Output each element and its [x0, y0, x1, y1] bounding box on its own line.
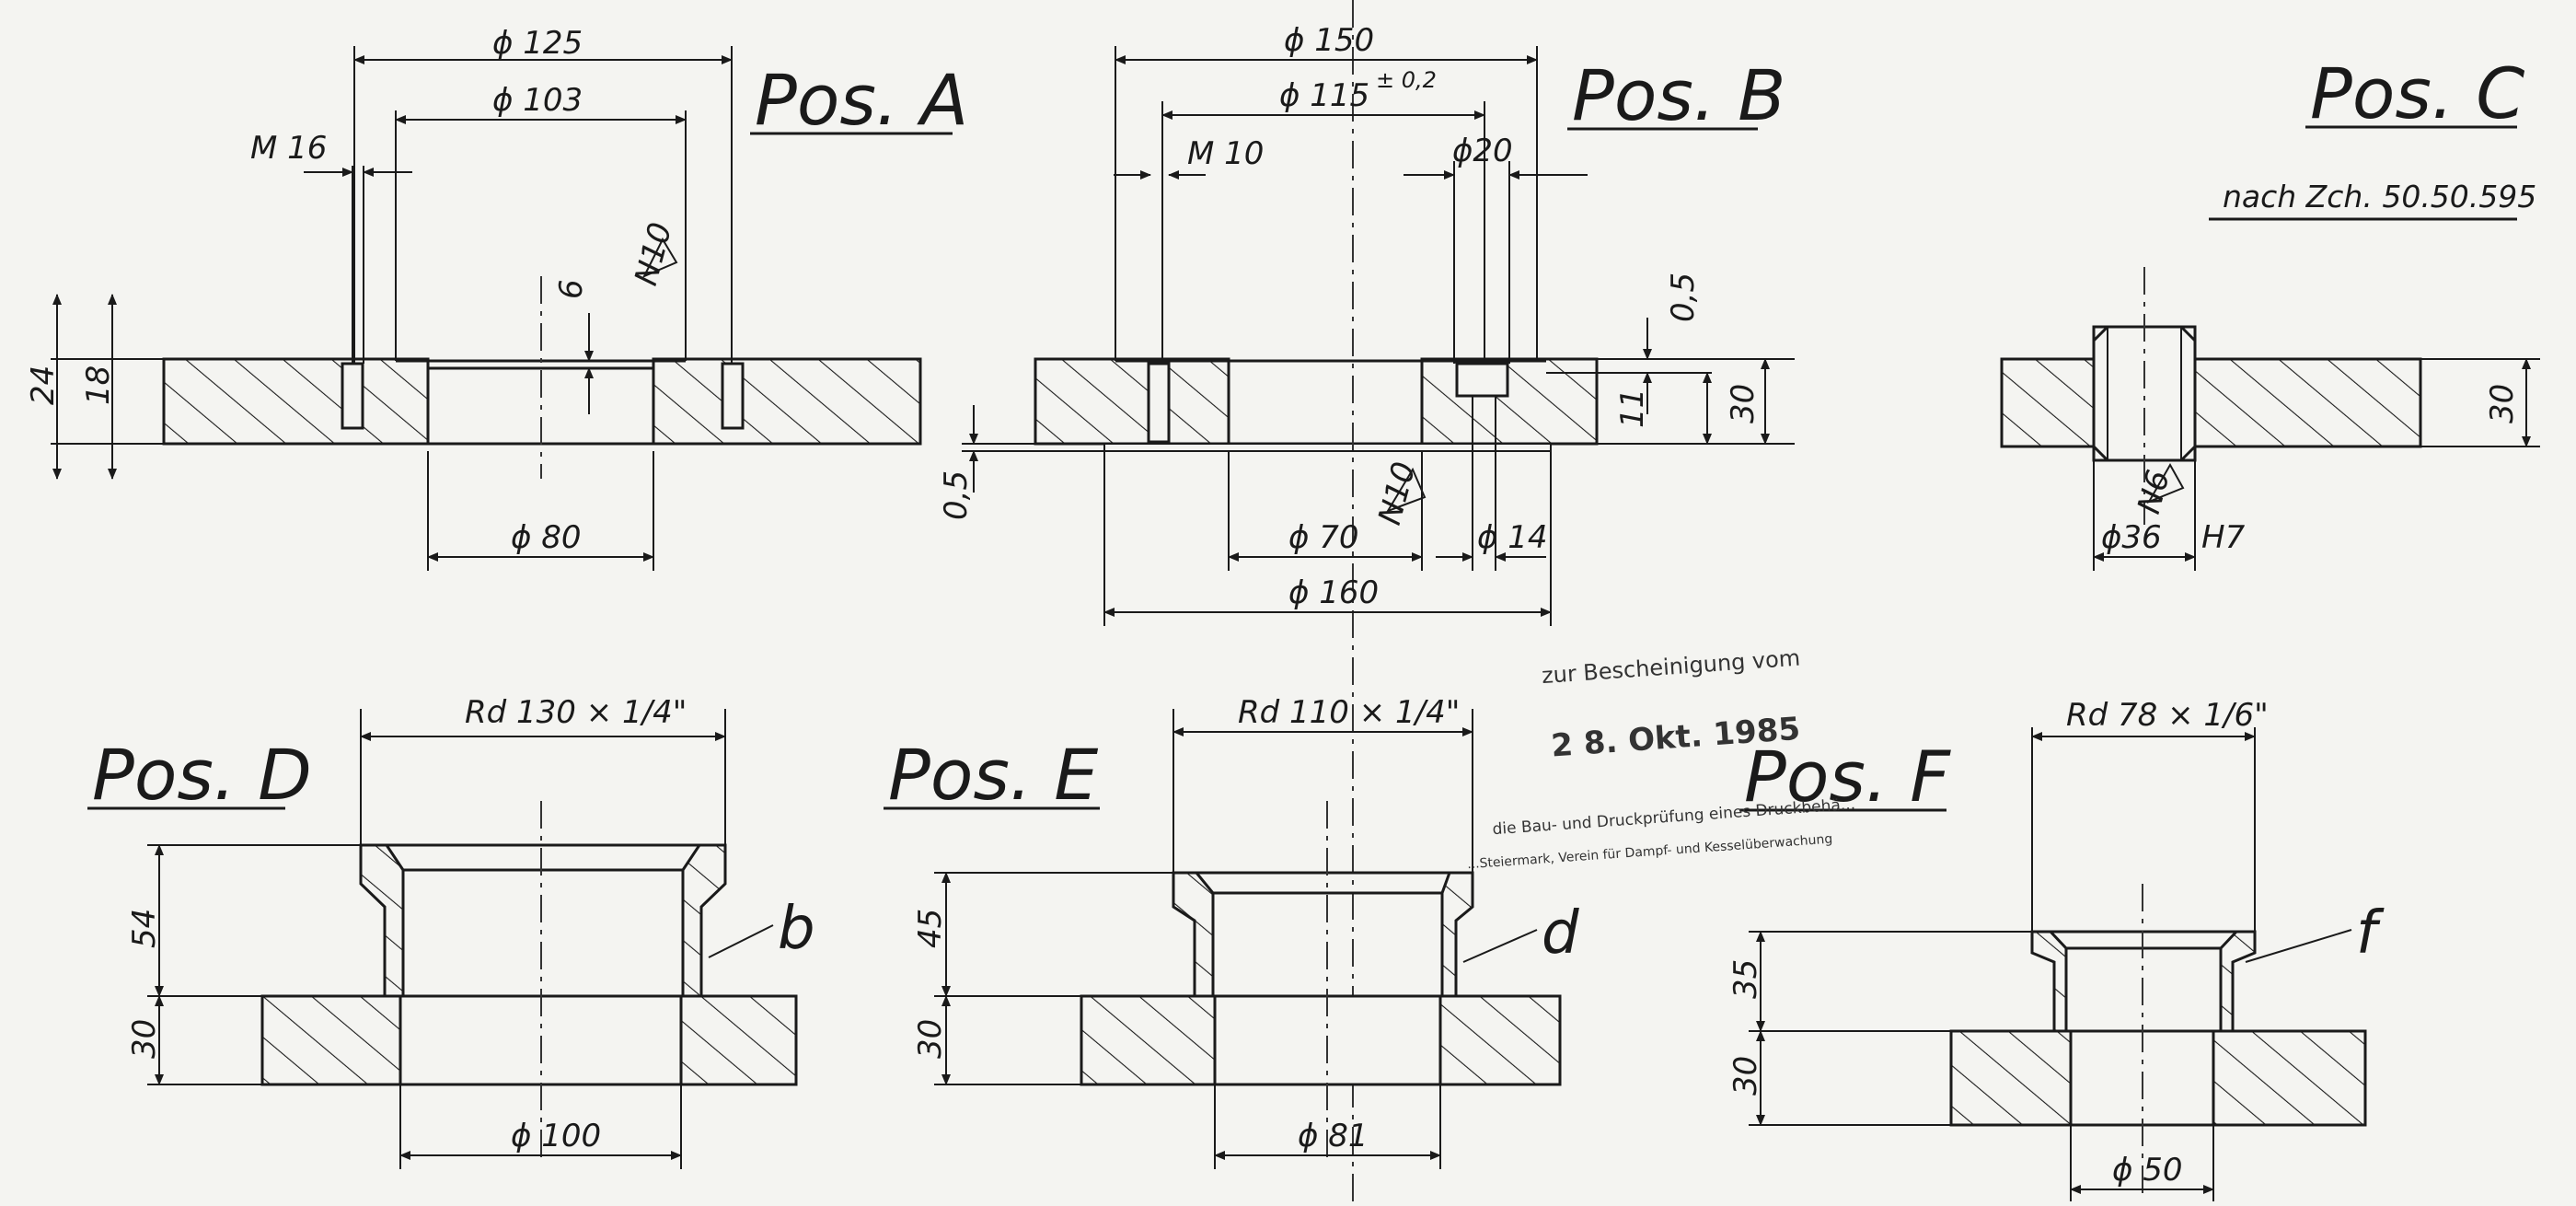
pos-b-dim-05b: 0,5 — [938, 470, 975, 520]
pos-f-view: Pos. F Rd 78 × 1/6" 35 30 ϕ 50 f — [1727, 697, 2385, 1201]
pos-b-dim-150: ϕ 150 — [1284, 22, 1374, 59]
pos-b-dim-20: ϕ20 — [1452, 133, 1513, 169]
pos-e-dim-45: 45 — [912, 909, 949, 948]
pos-d-thread: Rd 130 × 1/4" — [465, 694, 687, 731]
pos-d-dim-54: 54 — [126, 909, 163, 948]
pos-b-title: Pos. B — [1572, 54, 1785, 136]
pos-f-dim-50: ϕ 50 — [2112, 1152, 2183, 1189]
pos-b-dim-70: ϕ 70 — [1288, 519, 1359, 556]
pos-a-title: Pos. A — [755, 59, 968, 141]
pos-e-dim-30: 30 — [912, 1019, 949, 1059]
pos-c-dim-36: ϕ36 — [2101, 519, 2162, 556]
pos-b-dim-05a: 0,5 — [1665, 273, 1702, 322]
pos-f-thread: Rd 78 × 1/6" — [2066, 697, 2269, 734]
pos-a-dim-80: ϕ 80 — [511, 519, 582, 556]
pos-f-dim-35: 35 — [1727, 959, 1764, 999]
pos-e-view: Pos. E Rd 110 × 1/4" 45 30 ϕ 81 d — [884, 694, 1579, 1169]
stamp-line-3: die Bau- und Druckprüfung eines Druckbeh… — [1492, 795, 1856, 840]
pos-e-letter: d — [1542, 899, 1579, 968]
pos-a-dim-18: 18 — [80, 365, 117, 405]
pos-f-dim-30: 30 — [1727, 1056, 1764, 1096]
pos-e-dim-81: ϕ 81 — [1298, 1118, 1369, 1154]
pos-a-dim-103: ϕ 103 — [492, 82, 583, 119]
pos-d-letter: b — [778, 895, 815, 963]
pos-a-dim-6: 6 — [553, 279, 590, 299]
pos-e-thread: Rd 110 × 1/4" — [1238, 694, 1460, 731]
pos-c-dim-30: 30 — [2484, 384, 2521, 423]
pos-b-dim-30: 30 — [1725, 384, 1762, 423]
pos-c-fit: H7 — [2201, 519, 2246, 556]
pos-c-reference: nach Zch. 50.50.595 — [2223, 179, 2536, 215]
pos-b-dim-m10: M 10 — [1187, 135, 1264, 172]
pos-d-view: Pos. D Rd 130 × 1/4" 54 30 ϕ 100 b — [87, 694, 815, 1169]
pos-a-dim-24: 24 — [25, 365, 62, 405]
pos-f-letter: f — [2356, 899, 2385, 968]
pos-b-dim-14: ϕ 14 — [1477, 519, 1548, 556]
pos-c-view: Pos. C nach Zch. 50.50.595 30 ϕ36 H7 N6 — [2000, 52, 2540, 571]
pos-b-dim-tol: ± 0,2 — [1376, 67, 1437, 93]
pos-a-view: Pos. A ϕ 125 ϕ 103 M 16 ϕ 80 24 — [25, 25, 968, 571]
pos-b-dim-115: ϕ 115 — [1279, 77, 1369, 114]
pos-e-title: Pos. E — [888, 734, 1098, 816]
pos-d-dim-30: 30 — [126, 1019, 163, 1059]
pos-f-title: Pos. F — [1744, 736, 1951, 818]
stamp-line-1: zur Bescheinigung vom — [1541, 645, 1801, 690]
pos-c-finish: N6 — [2131, 467, 2177, 518]
pos-c-title: Pos. C — [2310, 52, 2524, 134]
pos-d-dim-100: ϕ 100 — [511, 1118, 601, 1154]
pos-b-finish: N10 — [1371, 458, 1423, 529]
pos-d-title: Pos. D — [92, 734, 312, 816]
pos-b-dim-11: 11 — [1614, 388, 1651, 428]
pos-a-dim-m16: M 16 — [250, 130, 327, 167]
pos-a-dim-125: ϕ 125 — [492, 25, 583, 62]
stamp-line-4: ...Steiermark, Verein für Dampf- und Kes… — [1467, 832, 1833, 873]
pos-b-dim-160: ϕ 160 — [1288, 574, 1379, 611]
pos-a-finish: N10 — [628, 219, 679, 290]
